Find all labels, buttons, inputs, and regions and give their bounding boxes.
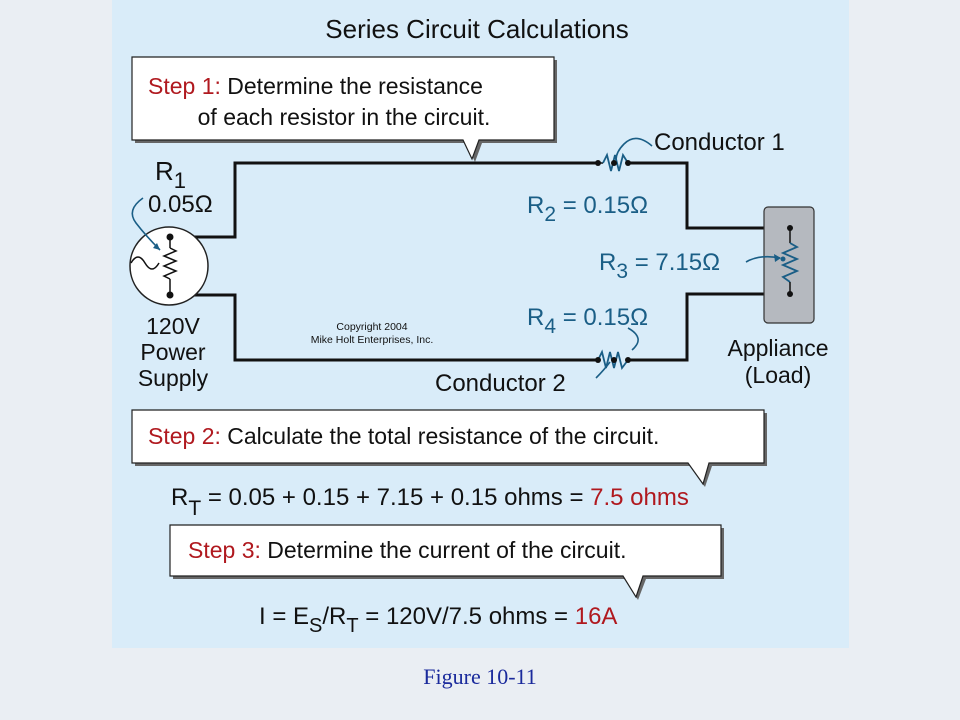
r2-subscript: 2: [544, 203, 556, 226]
current-equation: I = ES/RT = 120V/7.5 ohms = 16A: [259, 603, 617, 637]
copyright-line1: Copyright 2004: [336, 321, 407, 333]
conductor2-resistor: [595, 349, 631, 371]
r2-value: = 0.15Ω: [556, 192, 648, 219]
r1-subscript: 1: [174, 168, 186, 193]
step1-label: Step 1:: [148, 73, 221, 99]
conductor1-label: Conductor 1: [654, 129, 785, 156]
power-supply: [129, 226, 209, 306]
power-supply-line2: Power: [140, 339, 206, 365]
svg-text:RT = 0.05 + 0.15 + 7.15 + 0.: RT = 0.05 + 0.15 + 7.15 + 0.15 ohms = 7.…: [171, 484, 689, 520]
svg-text:R2 = 0.15Ω: R2 = 0.15Ω: [527, 192, 648, 226]
r4-label: R4 = 0.15Ω: [527, 304, 648, 338]
step2-label: Step 2:: [148, 423, 221, 449]
conductor2-label: Conductor 2: [435, 370, 566, 397]
rt-letter: R: [171, 484, 188, 511]
step2-callout: Step 2: Calculate the total resistance o…: [131, 409, 767, 487]
step3-callout: Step 3: Determine the current of the cir…: [169, 524, 724, 600]
appliance-label: Appliance (Load): [727, 335, 828, 388]
i-start: I = E: [259, 603, 309, 630]
i-result: 16A: [575, 603, 618, 630]
step1-text-line1: Determine the resistance: [221, 73, 483, 99]
r4-value: = 0.15Ω: [556, 304, 648, 331]
rt-subscript: T: [188, 497, 201, 520]
r1-letter: R: [155, 156, 174, 186]
r1-label: R1 0.05Ω: [148, 156, 213, 218]
r4-leader: [627, 327, 639, 351]
svg-text:Step 2: Calculate the total re: Step 2: Calculate the total resistance o…: [148, 423, 659, 449]
conductor2-leader: [595, 361, 611, 379]
svg-text:Step 3: Determine the current: Step 3: Determine the current of the cir…: [188, 537, 627, 563]
svg-text:R4 = 0.15Ω: R4 = 0.15Ω: [527, 304, 648, 338]
r3-letter: R: [599, 249, 616, 276]
power-supply-label: 120V Power Supply: [138, 313, 209, 391]
svg-text:R1: R1: [155, 156, 186, 193]
power-supply-line1: 120V: [146, 313, 200, 339]
step3-text: Determine the current of the circuit.: [261, 537, 627, 563]
diagram-title: Series Circuit Calculations: [325, 14, 628, 44]
r4-subscript: 4: [544, 315, 556, 338]
svg-text:Step 1: Determine the resistan: Step 1: Determine the resistance: [148, 73, 483, 99]
step2-text: Calculate the total resistance of the ci…: [221, 423, 660, 449]
conductor1-resistor: [595, 152, 631, 172]
r4-letter: R: [527, 304, 544, 331]
i-expression: = 120V/7.5 ohms =: [359, 603, 575, 630]
r2-label: R2 = 0.15Ω: [527, 192, 648, 226]
i-sub-s: S: [309, 615, 322, 637]
r1-value: 0.05Ω: [148, 191, 213, 218]
rt-result: 7.5 ohms: [590, 484, 689, 511]
rt-expression: = 0.05 + 0.15 + 7.15 + 0.15 ohms =: [201, 484, 590, 511]
figure-caption: Figure 10-11: [423, 664, 537, 689]
appliance-line2: (Load): [745, 362, 811, 388]
r3-subscript: 3: [616, 260, 628, 283]
step1-callout: Step 1: Determine the resistance of each…: [131, 56, 557, 162]
i-sub-t: T: [346, 615, 358, 637]
svg-text:I = ES/RT = 120V/7.5 ohms = 16: I = ES/RT = 120V/7.5 ohms = 16A: [259, 603, 617, 637]
appliance-line1: Appliance: [727, 335, 828, 361]
r3-label: R3 = 7.15Ω: [599, 249, 720, 283]
step3-label: Step 3:: [188, 537, 261, 563]
copyright-notice: Copyright 2004 Mike Holt Enterprises, In…: [311, 321, 434, 346]
appliance-load: [763, 206, 815, 324]
i-mid: /R: [322, 603, 346, 630]
total-resistance-equation: RT = 0.05 + 0.15 + 7.15 + 0.15 ohms = 7.…: [171, 484, 689, 520]
step1-text-line2: of each resistor in the circuit.: [198, 104, 491, 130]
r2-letter: R: [527, 192, 544, 219]
copyright-line2: Mike Holt Enterprises, Inc.: [311, 334, 434, 346]
r3-value: = 7.15Ω: [628, 249, 720, 276]
r1-leader-arrow: [131, 197, 161, 251]
power-supply-line3: Supply: [138, 365, 209, 391]
svg-text:R3 = 7.15Ω: R3 = 7.15Ω: [599, 249, 720, 283]
conductor1-leader: [615, 137, 653, 161]
